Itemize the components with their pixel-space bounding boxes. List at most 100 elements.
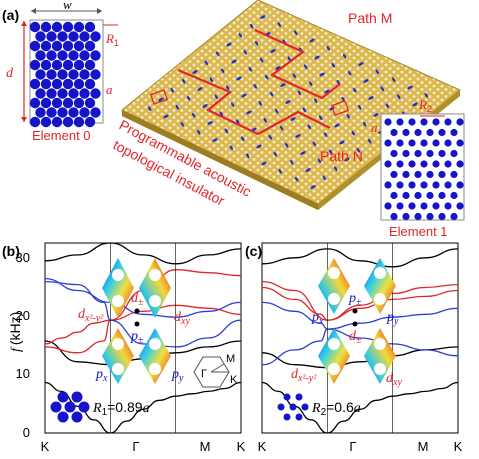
scatterer xyxy=(57,31,68,42)
plate-scatterer xyxy=(270,49,276,53)
plate-scatterer xyxy=(324,132,328,138)
plate-scatterer xyxy=(258,100,262,106)
field-map xyxy=(139,328,171,384)
scatterer xyxy=(414,128,422,137)
scatterer xyxy=(46,31,57,42)
plate-scatterer xyxy=(285,142,289,148)
scatterer xyxy=(438,149,446,158)
scatterer xyxy=(444,139,452,147)
plate-scatterer xyxy=(314,98,318,104)
scatterer xyxy=(29,40,41,52)
plate-scatterer xyxy=(175,104,179,110)
scatterer xyxy=(90,69,101,80)
scatterer xyxy=(62,116,74,128)
scatterer xyxy=(29,116,41,128)
ytick-20: 20 xyxy=(16,308,30,323)
scatterer xyxy=(432,139,440,147)
plate-scatterer xyxy=(275,108,279,114)
scatterer xyxy=(57,107,68,118)
path-m-label: Path M xyxy=(348,10,392,26)
radius-eq-c: R2=0.6a xyxy=(311,399,361,418)
plate-scatterer xyxy=(241,93,247,98)
field-map xyxy=(102,258,134,318)
plate-scatterer xyxy=(319,115,323,121)
path-m-line xyxy=(254,29,341,100)
plate-scatterer xyxy=(221,68,225,74)
scatterer xyxy=(40,40,52,52)
scatterer xyxy=(438,191,446,200)
plate-scatterer xyxy=(209,77,213,83)
plate-scatterer xyxy=(170,87,174,93)
scatterer xyxy=(29,21,41,33)
plate-scatterer xyxy=(302,107,306,113)
scatterer xyxy=(408,202,416,210)
scatterer xyxy=(68,69,79,80)
plate-scatterer xyxy=(231,102,235,108)
band-line-blue-3 xyxy=(261,301,459,330)
scatterer xyxy=(29,97,41,109)
scatterer xyxy=(444,181,452,189)
plot-frame-b xyxy=(44,242,242,434)
plate-scatterer xyxy=(319,72,325,77)
scatterer xyxy=(384,118,392,126)
scatterer xyxy=(456,181,464,189)
scatterer xyxy=(29,78,41,90)
scatterer xyxy=(73,116,85,128)
plate-scatterer xyxy=(351,130,355,136)
scatterer xyxy=(408,139,416,147)
plate-scatterer xyxy=(375,69,379,75)
field-map-group-upper-b xyxy=(102,258,171,318)
plate-scatterer xyxy=(265,74,269,80)
ytick-30: 30 xyxy=(16,250,30,265)
scatterer xyxy=(450,170,458,179)
plate-scatterer xyxy=(300,151,306,155)
plate-scatterer xyxy=(339,140,345,145)
band-line-black-6 xyxy=(44,242,242,265)
scatterer xyxy=(68,107,79,118)
plate-scatterer xyxy=(385,103,389,109)
scatterer xyxy=(390,170,398,179)
band-lines-c xyxy=(261,243,459,434)
plate-scatterer xyxy=(322,175,326,181)
scatterer xyxy=(438,170,446,179)
panel-c-label: (c) xyxy=(245,243,262,259)
plate-scatterer xyxy=(148,106,152,112)
plate-scatterer xyxy=(363,79,369,83)
scatterer xyxy=(62,59,74,71)
scatterer xyxy=(51,116,63,128)
field-map xyxy=(364,328,396,384)
plate-scatterer xyxy=(197,87,203,91)
plate-scatterer xyxy=(290,117,296,121)
scatterer xyxy=(57,69,68,80)
scatterer xyxy=(84,116,96,128)
field-map xyxy=(318,258,350,314)
scatterer xyxy=(420,139,428,147)
scatterer xyxy=(450,191,458,200)
plate-scatterer xyxy=(224,128,228,134)
plate-scatterer xyxy=(307,124,311,130)
plate-scatterer xyxy=(192,112,196,118)
unit-cell-icon-b xyxy=(50,391,90,423)
scatterer xyxy=(51,59,63,71)
scatterer xyxy=(79,107,90,118)
scatterer xyxy=(414,170,422,179)
scatterer xyxy=(426,128,434,137)
band-lines-b xyxy=(44,242,242,434)
element1-title: Element 1 xyxy=(389,224,448,239)
scatterer xyxy=(57,50,68,61)
scatterer xyxy=(438,212,446,221)
scatterer xyxy=(390,212,398,221)
plate-scatterer xyxy=(295,176,299,182)
scatterer xyxy=(90,50,101,61)
plate-scatterer xyxy=(305,168,311,172)
band-line-black-6 xyxy=(261,248,459,268)
scatterer xyxy=(84,40,96,52)
xticks-b: K Γ M K xyxy=(41,439,246,454)
plate-scatterer xyxy=(346,113,350,119)
scatterer xyxy=(396,139,404,147)
plate-scatterer xyxy=(250,23,254,29)
scatterer xyxy=(73,59,85,71)
xtick-k-left: K xyxy=(258,439,267,454)
scatterer xyxy=(450,212,458,221)
scatterer xyxy=(414,149,422,158)
